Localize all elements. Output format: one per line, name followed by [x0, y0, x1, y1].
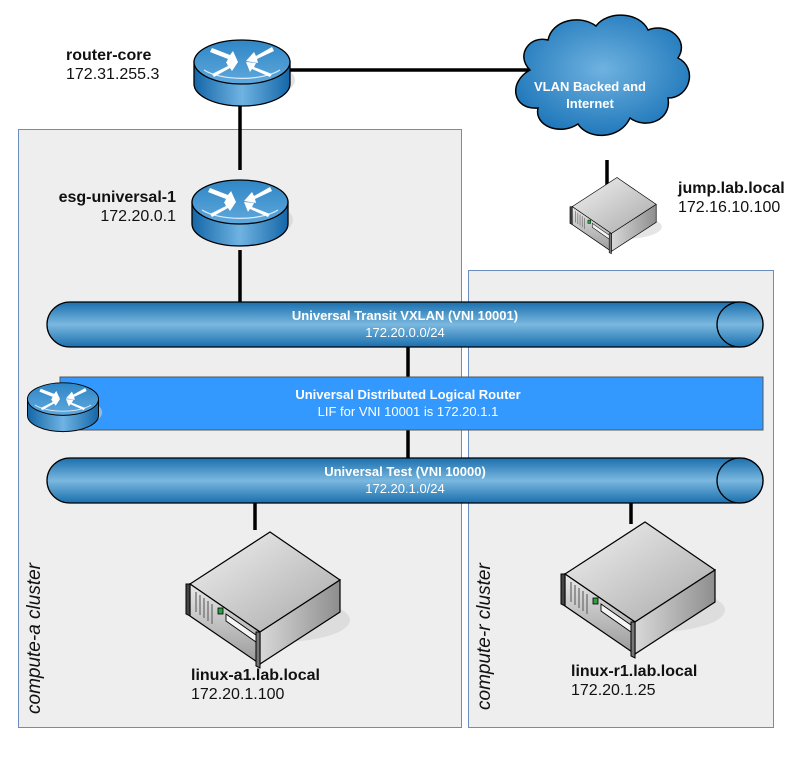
test-network-title: Universal Test (VNI 10000) — [324, 464, 486, 479]
router-core-name: router-core — [66, 47, 152, 64]
router-core-label: router-core 172.31.255.3 — [66, 46, 159, 84]
linux-r1-label: linux-r1.lab.local 172.20.1.25 — [571, 662, 697, 700]
esg-router-icon[interactable] — [191, 179, 294, 247]
dlr-label: Universal Distributed Logical Router LIF… — [100, 386, 716, 422]
cloud-icon — [514, 14, 691, 137]
esg-name: esg-universal-1 — [58, 189, 176, 206]
linux-a1-server-icon[interactable] — [185, 531, 351, 669]
dlr-box[interactable] — [59, 376, 764, 431]
jump-name: jump.lab.local — [678, 180, 785, 197]
cloud-label: VLAN Backed and Internet — [510, 78, 670, 112]
dlr-subtitle: LIF for VNI 10001 is 172.20.1.1 — [317, 404, 499, 419]
jump-ip: 172.16.10.100 — [678, 199, 781, 216]
transit-network-label: Universal Transit VXLAN (VNI 10001) 172.… — [47, 307, 763, 343]
test-network-pipe[interactable] — [46, 457, 764, 504]
test-network-label: Universal Test (VNI 10000) 172.20.1.0/24 — [47, 463, 763, 499]
cluster-label-compute-r: compute-r cluster — [474, 563, 495, 710]
router-core-ip: 172.31.255.3 — [66, 66, 160, 83]
cloud-label-line1: VLAN Backed and — [534, 79, 646, 94]
jump-label: jump.lab.local 172.16.10.100 — [678, 179, 785, 217]
cluster-label-compute-a: compute-a cluster — [24, 562, 45, 714]
link-lines — [238, 68, 633, 530]
dlr-router-icon — [26, 382, 103, 433]
linux-a1-ip: 172.20.1.100 — [191, 686, 285, 703]
transit-network-pipe[interactable] — [46, 301, 764, 348]
test-network-subnet: 172.20.1.0/24 — [365, 481, 445, 496]
cloud-label-line2: Internet — [566, 96, 614, 111]
linux-a1-name: linux-a1.lab.local — [191, 667, 320, 684]
linux-r1-server-icon[interactable] — [560, 521, 726, 659]
linux-r1-name: linux-r1.lab.local — [571, 663, 698, 680]
transit-network-title: Universal Transit VXLAN (VNI 10001) — [291, 308, 519, 323]
router-core-icon[interactable] — [193, 39, 296, 107]
dlr-title: Universal Distributed Logical Router — [295, 387, 521, 402]
esg-label: esg-universal-1 172.20.0.1 — [40, 188, 176, 226]
transit-network-subnet: 172.20.0.0/24 — [365, 325, 445, 340]
linux-r1-ip: 172.20.1.25 — [571, 682, 656, 699]
linux-a1-label: linux-a1.lab.local 172.20.1.100 — [191, 666, 320, 704]
jump-server-icon[interactable] — [569, 177, 663, 255]
esg-ip: 172.20.0.1 — [100, 208, 176, 225]
